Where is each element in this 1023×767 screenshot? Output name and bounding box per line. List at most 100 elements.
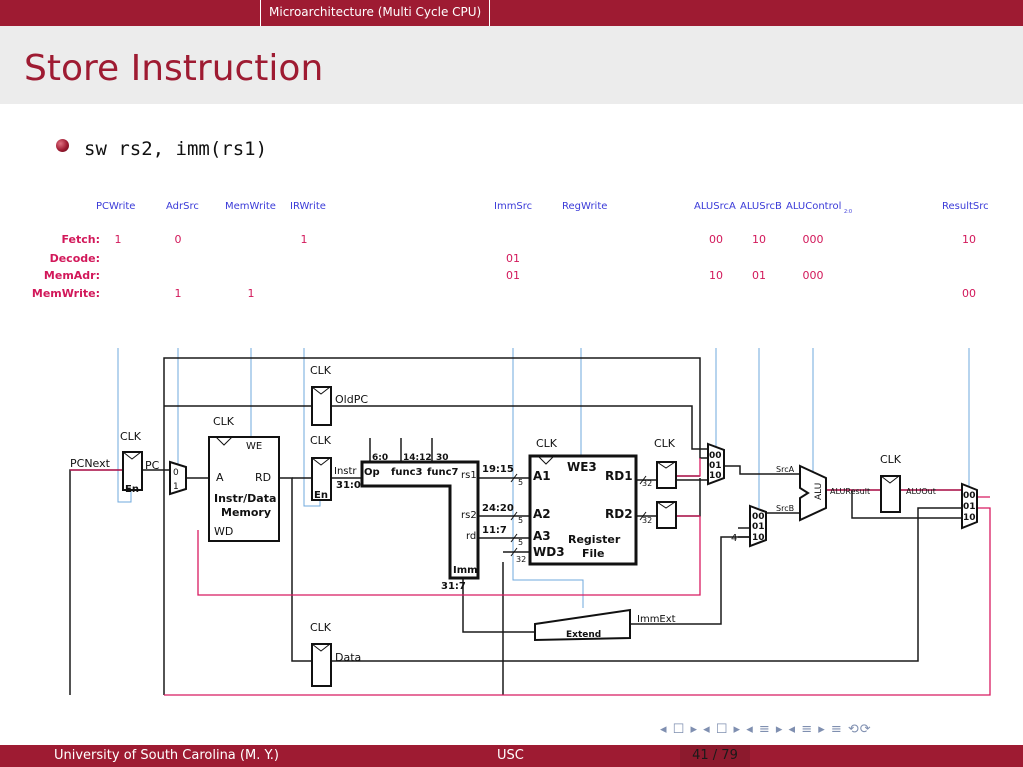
instr-data-memory: CLK WE A RD Instr/Data Memory WD: [208, 415, 280, 542]
svg-text:5: 5: [518, 538, 523, 547]
rd-registers: CLK: [654, 437, 677, 529]
header-alucontrol: ALUControl: [786, 201, 841, 212]
svg-text:rd: rd: [466, 531, 476, 542]
svg-text:A: A: [216, 471, 224, 484]
svg-text:ALU: ALU: [814, 483, 824, 500]
svg-text:CLK: CLK: [310, 621, 332, 634]
svg-text:A2: A2: [533, 507, 551, 521]
svg-text:CLK: CLK: [310, 364, 332, 377]
header-regwrite: RegWrite: [562, 201, 607, 212]
svg-text:CLK: CLK: [654, 437, 676, 450]
svg-text:rs2: rs2: [461, 510, 477, 521]
svg-text:4: 4: [731, 533, 737, 544]
svg-text:10: 10: [963, 513, 976, 523]
svg-text:CLK: CLK: [536, 437, 558, 450]
svg-text:CLK: CLK: [880, 453, 902, 466]
header-alusrcb: ALUSrcB: [740, 201, 782, 212]
register-file: CLK WE3 A1 A2 A3 WD3 RD1 RD2 Register Fi…: [528, 437, 638, 566]
memadr-alucontrol: 000: [803, 269, 824, 282]
section-bar: Microarchitecture (Multi Cycle CPU): [0, 0, 1023, 26]
instruction-decoder: 6:0 14:12 30 Op func3 func7 rs1 rs2 rd I…: [336, 453, 652, 592]
beamer-navigation[interactable]: ◂ ☐ ▸ ◂ ☐ ▸ ◂ ≡ ▸ ◂ ≡ ▸ ≡ ⟲⟳: [660, 722, 872, 737]
svg-text:5: 5: [518, 516, 523, 525]
svg-text:func7: func7: [427, 467, 459, 478]
data-register: CLK Data: [310, 621, 361, 687]
svg-text:31:0: 31:0: [336, 480, 361, 491]
bullet-icon: [56, 139, 69, 152]
adrsrc-mux: 0 1: [169, 460, 187, 496]
svg-text:A1: A1: [533, 469, 551, 483]
svg-text:00: 00: [752, 512, 765, 522]
header-immsrc: ImmSrc: [494, 201, 532, 212]
state-labels: Fetch: Decode: MemAdr: MemWrite:: [32, 233, 100, 300]
oldpc-register: CLK OldPC: [310, 364, 368, 426]
svg-text:RD: RD: [255, 471, 271, 484]
aluout-register: CLK ALUOut: [880, 453, 936, 513]
svg-text:32: 32: [516, 555, 526, 564]
page-title: Store Instruction: [24, 48, 324, 89]
svg-text:RD1: RD1: [605, 469, 633, 483]
svg-text:ALUResult: ALUResult: [830, 487, 870, 496]
fetch-alucontrol: 000: [803, 233, 824, 246]
svg-text:Op: Op: [364, 467, 380, 478]
svg-text:OldPC: OldPC: [335, 393, 368, 406]
result-mux: 00 01 10: [961, 482, 978, 530]
control-lines: [117, 348, 970, 608]
memwrite-memwrite: 1: [248, 287, 255, 300]
memadr-immsrc: 01: [506, 269, 520, 282]
svg-text:Register: Register: [568, 533, 621, 546]
svg-text:00: 00: [709, 451, 722, 461]
memadr-alusrca: 10: [709, 269, 723, 282]
header-memwrite: MemWrite: [225, 201, 276, 212]
svg-text:5: 5: [518, 478, 523, 487]
svg-text:11:7: 11:7: [482, 525, 507, 536]
svg-text:A3: A3: [533, 529, 551, 543]
pcnext-label: PCNext: [70, 457, 111, 470]
section-title[interactable]: Microarchitecture (Multi Cycle CPU): [260, 0, 491, 26]
svg-text:10: 10: [709, 471, 722, 481]
fetch-irwrite: 1: [301, 233, 308, 246]
svg-text:10: 10: [752, 533, 765, 543]
svg-text:File: File: [582, 547, 605, 560]
header-alucontrol-sub: 2:0: [844, 209, 852, 215]
instruction-text: sw rs2, imm(rs1): [84, 138, 268, 160]
svg-text:0: 0: [173, 468, 179, 478]
svg-text:32: 32: [642, 479, 652, 488]
state-decode: Decode:: [50, 252, 100, 265]
title-bar: Store Instruction: [0, 26, 1023, 104]
memwrite-adrsrc: 1: [175, 287, 182, 300]
page-number: 41 / 79: [680, 745, 750, 767]
fetch-alusrca: 00: [709, 233, 723, 246]
svg-text:En: En: [314, 490, 328, 501]
pc-clk-label: CLK: [120, 430, 142, 443]
svg-text:CLK: CLK: [310, 434, 332, 447]
svg-text:19:15: 19:15: [482, 464, 514, 475]
footer-bar: University of South Carolina (M. Y.) USC…: [0, 745, 1023, 767]
srca-mux: 00 01 10: [707, 442, 725, 486]
memwrite-resultsrc: 00: [962, 287, 976, 300]
svg-text:24:20: 24:20: [482, 503, 514, 514]
svg-text:ImmExt: ImmExt: [637, 614, 676, 625]
svg-text:Data: Data: [335, 651, 361, 664]
svg-text:rs1: rs1: [461, 470, 477, 481]
svg-text:Imm: Imm: [453, 565, 478, 576]
footer-short: USC: [497, 748, 524, 763]
svg-text:WE3: WE3: [567, 460, 597, 474]
alu: ALU SrcA SrcB ALUResult: [776, 464, 870, 522]
pc-register: CLK En PCNext PC: [70, 430, 160, 495]
pc-label: PC: [145, 459, 160, 472]
header-alusrca: ALUSrcA: [694, 201, 736, 212]
svg-text:1: 1: [173, 482, 179, 492]
svg-text:Memory: Memory: [221, 506, 271, 519]
state-fetch: Fetch:: [61, 233, 100, 246]
svg-text:6:0: 6:0: [372, 453, 388, 463]
svg-text:RD2: RD2: [605, 507, 633, 521]
svg-text:30: 30: [436, 453, 449, 463]
svg-text:01: 01: [963, 502, 976, 512]
svg-text:00: 00: [963, 491, 976, 501]
fetch-pcwrite: 1: [115, 233, 122, 246]
header-irwrite: IRWrite: [290, 201, 326, 212]
svg-text:01: 01: [709, 461, 722, 471]
svg-text:func3: func3: [391, 467, 423, 478]
fetch-alusrcb: 10: [752, 233, 766, 246]
